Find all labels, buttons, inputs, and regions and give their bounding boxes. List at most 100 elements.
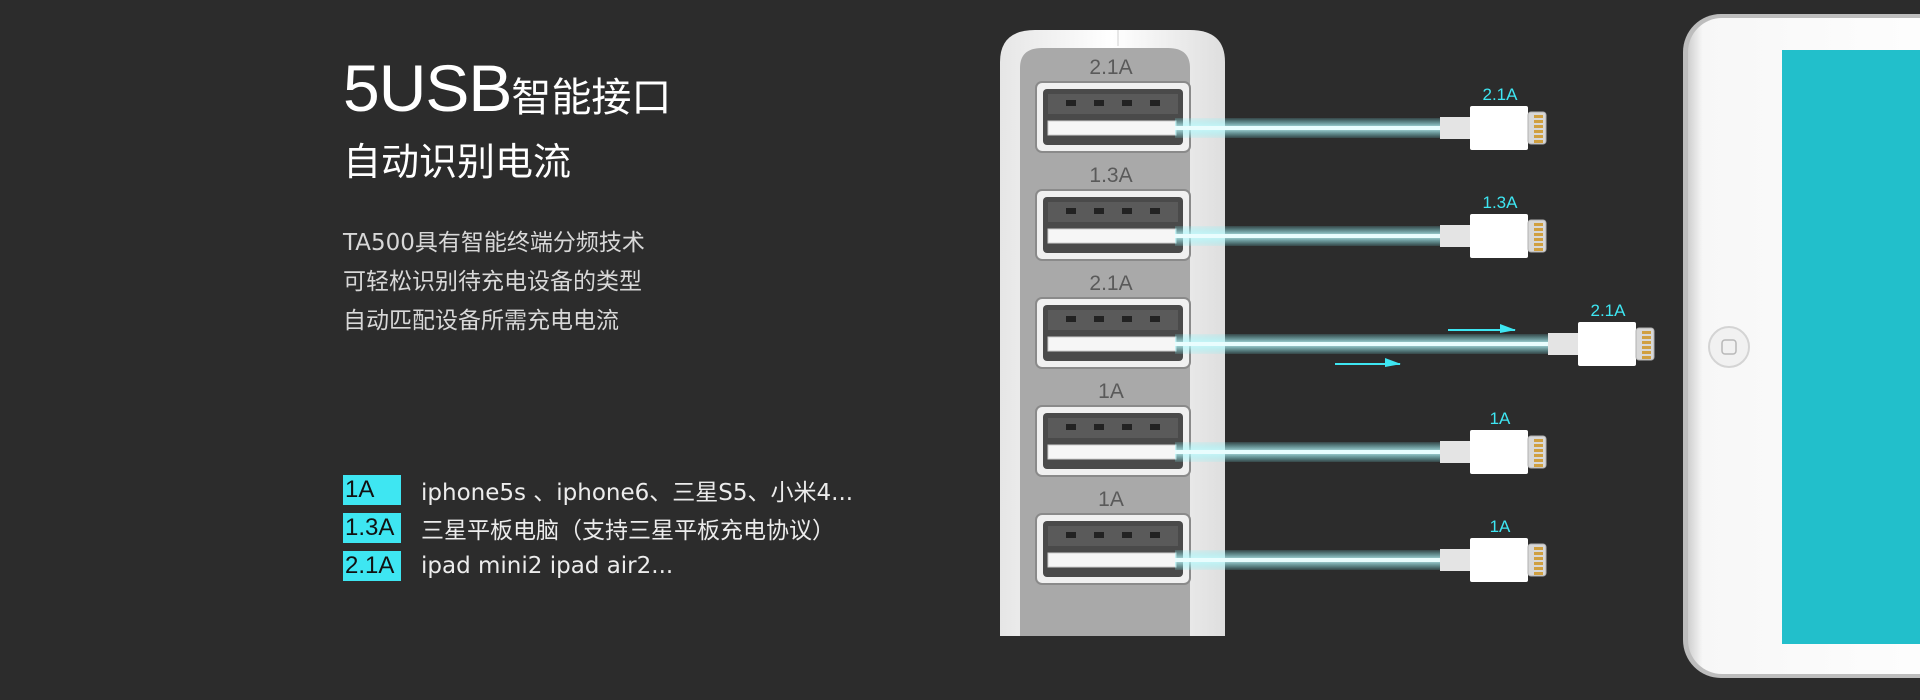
lightning-contact [1642, 336, 1651, 339]
usb-port-tongue [1048, 94, 1178, 114]
lightning-contact [1534, 243, 1543, 246]
lightning-contact [1534, 140, 1543, 143]
usb-port-pin [1122, 424, 1132, 430]
lightning-contact [1534, 454, 1543, 457]
usb-port-pin [1066, 532, 1076, 538]
lightning-connector [1470, 538, 1528, 582]
lightning-contact [1534, 135, 1543, 138]
cable-core [1175, 450, 1470, 454]
usb-port-tongue [1048, 202, 1178, 222]
port-current-label: 1A [1098, 488, 1124, 511]
headline-subtitle: 自动识别电流 [343, 139, 572, 184]
plug-current-label: 1A [1490, 517, 1511, 536]
usb-a-plug [1047, 120, 1177, 136]
lightning-contact [1534, 444, 1543, 447]
lightning-contact [1534, 572, 1543, 575]
lightning-connector [1470, 214, 1528, 258]
usb-port-pin [1122, 208, 1132, 214]
lightning-contact [1534, 223, 1543, 226]
plug-current-label: 2.1A [1483, 85, 1519, 104]
lightning-connector [1470, 430, 1528, 474]
lightning-contact [1534, 125, 1543, 128]
tablet-illustration [1683, 14, 1920, 678]
legend-badge: 1.3A [343, 513, 401, 543]
lightning-connector [1578, 322, 1636, 366]
lightning-contact [1534, 552, 1543, 555]
connector-neck [1548, 333, 1580, 355]
arrow-head-icon [1385, 358, 1401, 367]
lightning-contact [1534, 459, 1543, 462]
cable-core [1175, 558, 1470, 562]
usb-cable: 1A [1047, 517, 1547, 582]
description-line: TA500具有智能终端分频技术 [343, 229, 645, 256]
lightning-contact [1534, 557, 1543, 560]
usb-port-pin [1066, 316, 1076, 322]
headline-rest: 智能接口 [511, 75, 672, 121]
description-line: 自动匹配设备所需充电电流 [343, 307, 619, 334]
legend-badge: 2.1A [343, 551, 401, 581]
port-current-label: 2.1A [1089, 56, 1132, 79]
usb-cable: 2.1A [1047, 301, 1655, 366]
lightning-contact [1534, 449, 1543, 452]
plug-current-label: 1.3A [1483, 193, 1519, 212]
usb-port-tongue [1048, 526, 1178, 546]
cable-core [1175, 342, 1578, 346]
cable-core [1175, 126, 1470, 130]
lightning-contact [1534, 130, 1543, 133]
usb-port-pin [1150, 316, 1160, 322]
lightning-contact [1642, 346, 1651, 349]
lightning-contact [1534, 547, 1543, 550]
home-button-square [1721, 339, 1737, 355]
usb-a-plug [1047, 552, 1177, 568]
usb-port-pin [1094, 208, 1104, 214]
port-current-label: 1A [1098, 380, 1124, 403]
usb-cable: 2.1A [1047, 85, 1547, 150]
usb-port-tongue [1048, 310, 1178, 330]
lightning-contact [1642, 356, 1651, 359]
usb-port-tongue [1048, 418, 1178, 438]
headline-title: 5USB智能接口 [343, 52, 943, 125]
legend-row: 1.3A 三星平板电脑（支持三星平板充电协议） [343, 509, 853, 547]
port-current-label: 1.3A [1089, 164, 1132, 187]
usb-port-pin [1066, 424, 1076, 430]
flow-arrows [1335, 324, 1516, 367]
usb-a-plug [1047, 444, 1177, 460]
plug-current-label: 1A [1490, 409, 1511, 428]
usb-port-pin [1150, 100, 1160, 106]
usb-port-pin [1150, 532, 1160, 538]
usb-cable: 1A [1047, 409, 1547, 474]
port-current-label: 2.1A [1089, 272, 1132, 295]
legend-badge: 1A [343, 475, 401, 505]
lightning-contact [1534, 439, 1543, 442]
headline-block: 5USB智能接口 自动识别电流 TA500具有智能终端分频技术 可轻松识别待充电… [343, 52, 943, 341]
usb-port-pin [1150, 208, 1160, 214]
usb-port-pin [1066, 100, 1076, 106]
plug-current-label: 2.1A [1591, 301, 1627, 320]
lightning-contact [1534, 567, 1543, 570]
lightning-contact [1642, 341, 1651, 344]
cable-core [1175, 234, 1470, 238]
home-button-icon [1708, 326, 1750, 368]
lightning-contact [1534, 115, 1543, 118]
usb-port-pin [1122, 100, 1132, 106]
usb-port-pin [1094, 532, 1104, 538]
usb-port-pin [1122, 532, 1132, 538]
lightning-contact [1534, 248, 1543, 251]
usb-port-pin [1094, 316, 1104, 322]
legend-text: ipad mini2 ipad air2... [421, 553, 674, 579]
legend-text: iphone5s 、iphone6、三星S5、小米4... [421, 480, 854, 506]
lightning-contact [1534, 120, 1543, 123]
legend-row: 2.1A ipad mini2 ipad air2... [343, 547, 853, 585]
description: TA500具有智能终端分频技术 可轻松识别待充电设备的类型 自动匹配设备所需充电… [343, 224, 943, 341]
lightning-contact [1642, 331, 1651, 334]
usb-a-plug [1047, 336, 1177, 352]
lightning-contact [1534, 562, 1543, 565]
usb-port-pin [1094, 100, 1104, 106]
usb-cables: 2.1A 1.3A 2.1A 1A 1A [1047, 85, 1655, 582]
arrow-head-icon [1500, 324, 1516, 333]
usb-a-plug [1047, 228, 1177, 244]
lightning-contact [1534, 238, 1543, 241]
tablet-screen [1782, 50, 1920, 644]
usb-port-pin [1066, 208, 1076, 214]
